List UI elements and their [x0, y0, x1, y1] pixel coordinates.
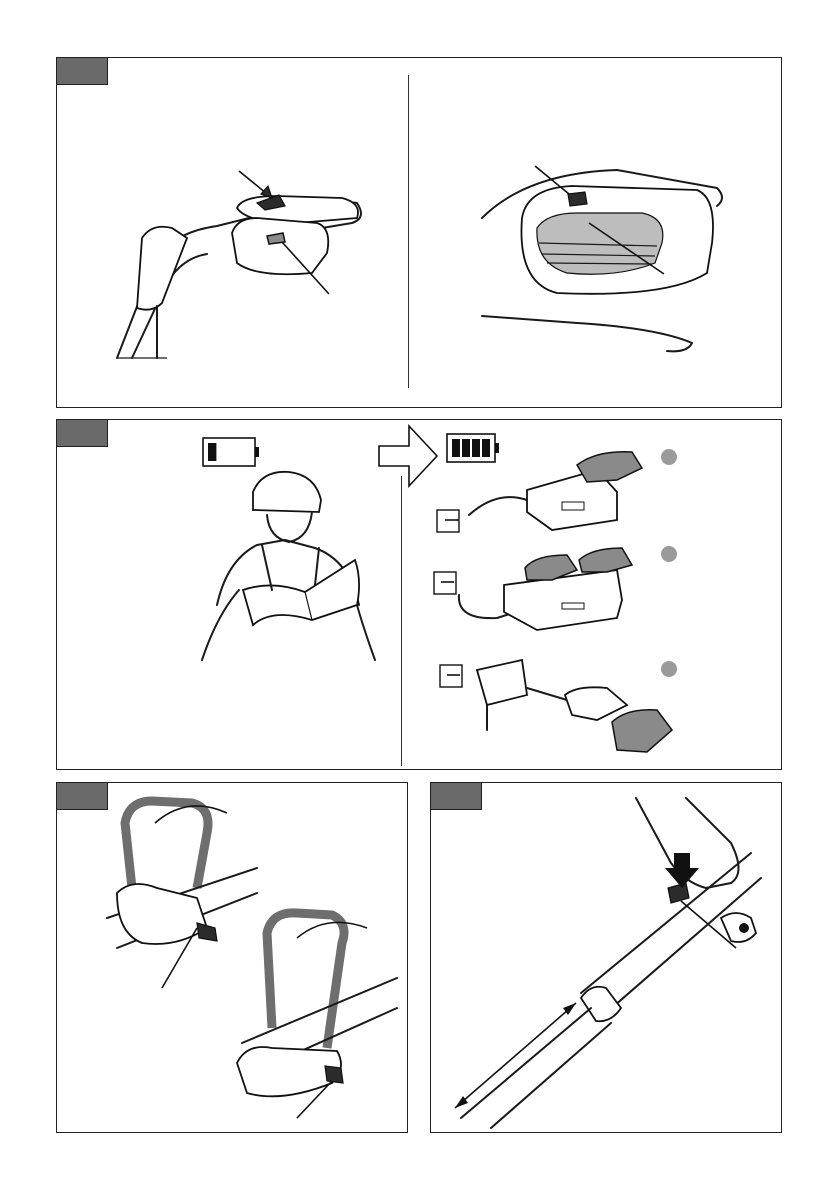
option-3-marker — [661, 661, 677, 677]
panel-3-illustrations — [57, 783, 409, 1134]
panel-1-illustrations — [57, 58, 783, 409]
charger-option-3 — [440, 660, 677, 752]
panel-4 — [430, 782, 782, 1133]
telescopic-shaft-illustration — [455, 798, 761, 1128]
filter-brush-illustration — [482, 166, 722, 351]
panel-4-illustrations — [431, 783, 783, 1134]
person-reading-manual-illustration — [202, 472, 375, 660]
panel-2 — [56, 419, 782, 770]
battery-low-icon — [203, 438, 259, 466]
option-1-marker — [661, 449, 677, 465]
panel-1 — [56, 57, 782, 408]
charger-option-2 — [434, 546, 677, 630]
front-handle-lower-illustration — [237, 913, 397, 1118]
panel-3 — [56, 782, 408, 1133]
front-handle-upper-illustration — [107, 801, 257, 988]
transition-arrow — [379, 426, 437, 486]
option-2-marker — [661, 546, 677, 562]
battery-full-icon — [447, 434, 499, 462]
panel-2-illustrations — [57, 420, 783, 771]
trigger-handle-illustration — [117, 171, 361, 358]
